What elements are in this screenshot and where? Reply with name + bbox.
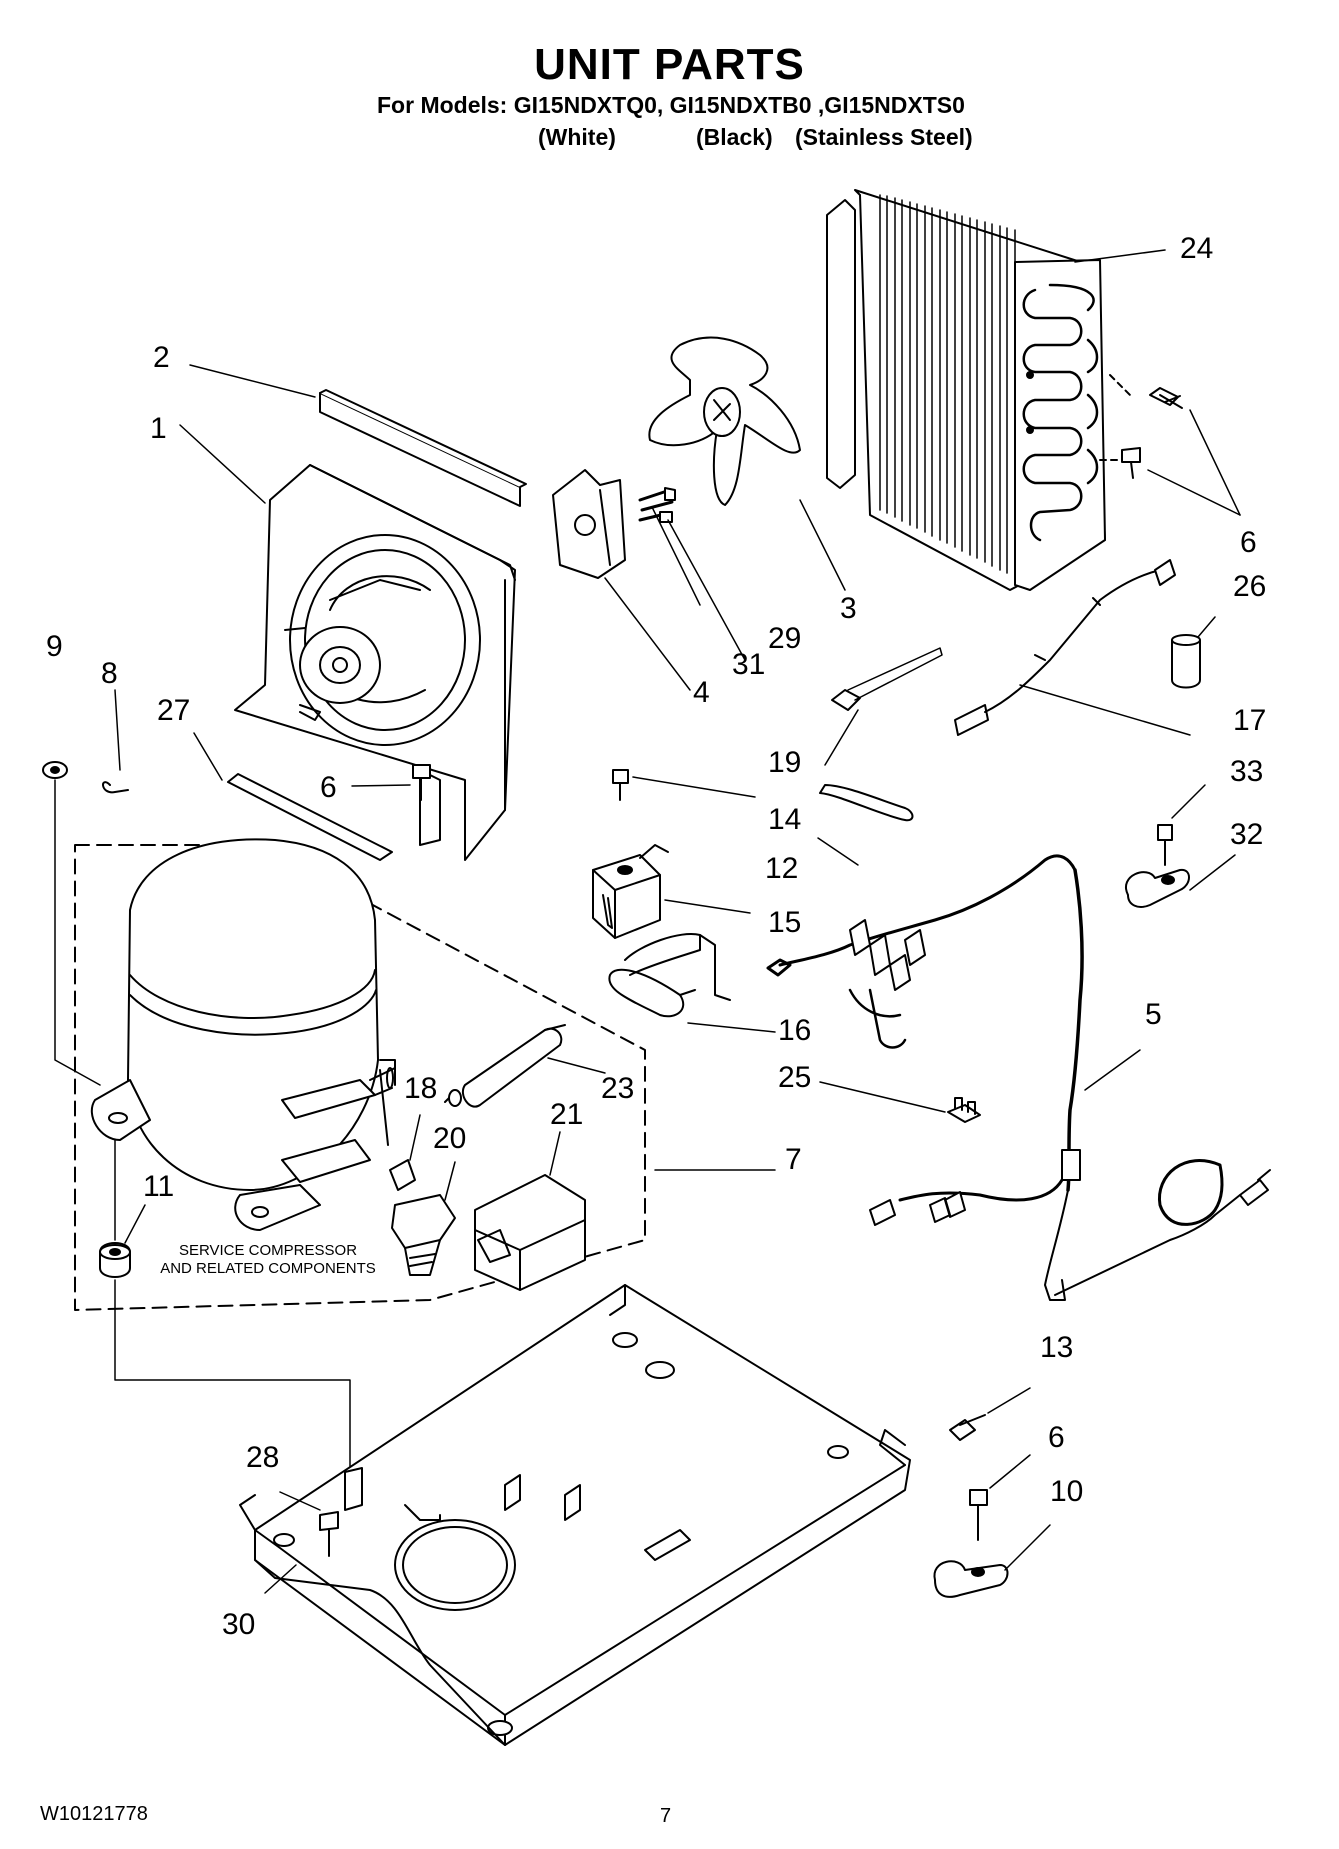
callout-16: 16 xyxy=(778,1014,812,1047)
clamp-screw xyxy=(970,1490,987,1540)
callout-6-condenser: 6 xyxy=(1240,526,1257,559)
callout-26: 26 xyxy=(1233,570,1267,603)
water-valve xyxy=(593,845,668,938)
callout-1: 1 xyxy=(150,412,167,445)
callout-17: 17 xyxy=(1233,704,1267,737)
callout-33: 33 xyxy=(1230,755,1264,788)
callout-3: 3 xyxy=(840,592,857,625)
callout-19: 19 xyxy=(768,746,802,779)
grommet xyxy=(43,762,67,778)
finish-white: (White) xyxy=(538,124,616,150)
callout-10: 10 xyxy=(1050,1475,1084,1508)
cord-clamp xyxy=(934,1561,1007,1597)
callout-11: 11 xyxy=(143,1170,175,1203)
fan-blade xyxy=(649,338,800,505)
service-compressor-note: SERVICE COMPRESSOR AND RELATED COMPONENT… xyxy=(160,1242,376,1277)
finish-stainless: (Stainless Steel) xyxy=(795,124,973,150)
mounting-bracket xyxy=(609,934,730,1016)
gasket-strip xyxy=(320,390,526,506)
callout-12: 12 xyxy=(765,852,799,885)
compressor-grommet xyxy=(100,1243,130,1277)
terminal-cover xyxy=(475,1175,585,1290)
condenser-screws xyxy=(1122,388,1182,478)
callout-13: 13 xyxy=(1040,1331,1074,1364)
callout-24: 24 xyxy=(1180,232,1214,265)
callout-4: 4 xyxy=(693,676,710,709)
callout-32: 32 xyxy=(1230,818,1264,851)
foam-strip xyxy=(228,774,392,860)
tubing-clamp xyxy=(1126,870,1189,907)
main-harness xyxy=(768,856,1270,1300)
thermostat-clip xyxy=(948,1098,980,1122)
callout-31: 31 xyxy=(732,648,766,681)
callout-2: 2 xyxy=(153,341,170,374)
callout-9: 9 xyxy=(46,630,63,663)
page-title: UNIT PARTS xyxy=(534,40,805,89)
spring-clip xyxy=(103,782,128,792)
callout-15: 15 xyxy=(768,906,802,939)
callout-27: 27 xyxy=(157,694,191,727)
callout-30: 30 xyxy=(222,1608,256,1641)
fan-motor xyxy=(553,470,675,578)
grounding-screw xyxy=(950,1415,985,1440)
page-number: 7 xyxy=(660,1805,672,1827)
callout-arrows xyxy=(115,250,1240,1593)
document-number: W10121778 xyxy=(40,1803,148,1825)
condenser-coil xyxy=(827,190,1130,590)
model-list: For Models: GI15NDXTQ0, GI15NDXTB0 ,GI15… xyxy=(377,92,965,118)
callout-28: 28 xyxy=(246,1441,280,1474)
finish-black: (Black) xyxy=(696,124,773,150)
callout-5: 5 xyxy=(1145,998,1162,1031)
callout-29: 29 xyxy=(768,622,802,655)
relay-clip xyxy=(390,1160,415,1190)
cable-tie xyxy=(832,648,942,710)
callout-21: 21 xyxy=(550,1098,584,1131)
callout-8: 8 xyxy=(101,657,118,690)
leader-lines xyxy=(55,780,350,1470)
callout-14: 14 xyxy=(768,803,802,836)
sensor-harness xyxy=(955,560,1175,735)
callout-20: 20 xyxy=(433,1122,467,1155)
callout-18: 18 xyxy=(404,1072,438,1105)
capacitor xyxy=(1172,635,1200,688)
filter-drier xyxy=(445,1025,565,1107)
base-pan xyxy=(240,1285,910,1745)
callout-23: 23 xyxy=(601,1072,635,1105)
shroud-screw xyxy=(413,765,430,800)
callout-25: 25 xyxy=(778,1061,812,1094)
clamp-screw-top xyxy=(1158,825,1172,865)
callout-6-base: 6 xyxy=(1048,1421,1065,1454)
compressor xyxy=(92,839,395,1230)
fan-shroud xyxy=(235,465,515,860)
base-screw xyxy=(320,1468,362,1556)
start-relay xyxy=(392,1195,455,1275)
callout-6-shroud: 6 xyxy=(320,771,337,804)
callout-7: 7 xyxy=(785,1143,802,1176)
bracket-screw xyxy=(613,770,628,800)
drain-tube xyxy=(820,785,913,820)
